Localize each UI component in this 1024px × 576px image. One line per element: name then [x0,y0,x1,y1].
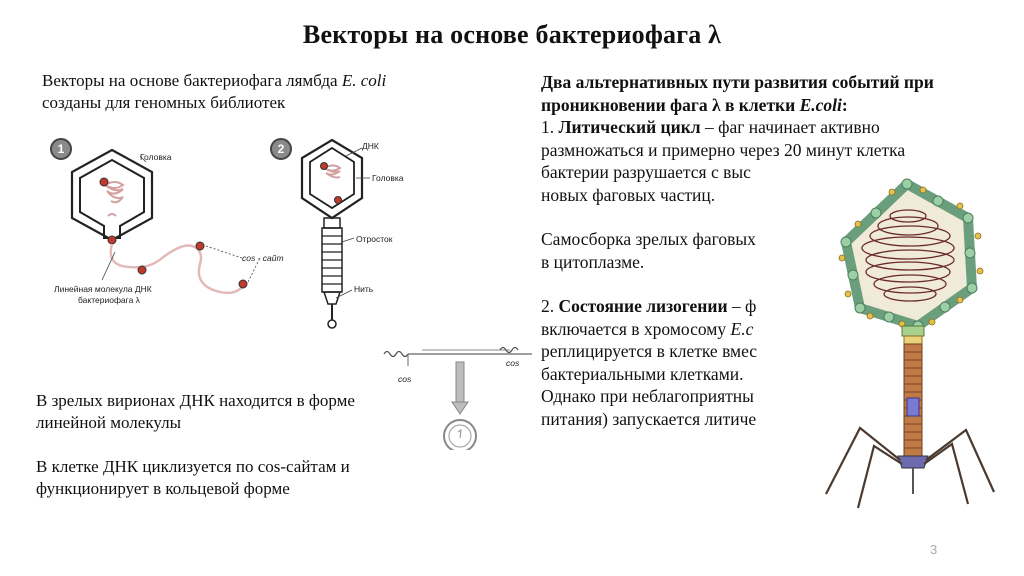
figure1-head-label: Головка [140,152,172,162]
lysogeny-line5: Однако при неблагоприятны [541,386,754,406]
figure2-fiber-label: Нить [354,284,374,294]
lytic-line4: новых фаговых частиц. [541,184,716,205]
left-low-paragraph-1: В зрелых вирионах ДНК находится в форме … [36,391,355,432]
intro-ecoli: E. coli [341,71,387,90]
figure2-dna-label: ДНК [362,141,379,151]
page-number: 3 [930,542,938,557]
figure2-head-label: Головка [372,173,404,183]
lysogeny-line3: реплицируется в клетке вмес [541,341,758,361]
figure1-cos-label: cos - сайт [242,253,284,263]
lysogeny-line2: включается в хромосому E.c [541,318,754,339]
lysogeny-line6: питания) запускается литиче [541,408,757,429]
left-low-paragraph-2: В клетке ДНК циклизуется по cos-сайтам и… [36,457,350,498]
left-lower-text: В зрелых вирионах ДНК находится в форме … [36,390,396,500]
figure2-number: 2 [270,138,292,160]
lysogeny-line4: бактериальными клетками. [541,363,744,384]
figure3-cos-right: cos [506,358,520,368]
right-column: Два альтернативных пути развития событий… [541,71,981,430]
figure1-diagram [70,148,261,295]
intro-line2: созданы для геномных библиотек [42,93,286,112]
assembly-line1: Самосборка зрелых фаговых [541,229,756,249]
bacteriophage-illustration [790,176,1010,526]
figure2-diagram [300,138,370,329]
figure1-molecule-label-2: бактериофага λ [78,295,140,305]
figure1-molecule-label-1: Линейная молекула ДНК [54,284,152,294]
right-heading: Два альтернативных пути развития событий… [541,72,934,115]
intro-line1-a: Векторы на основе бактериофага лямбда [42,71,342,90]
intro-text: Векторы на основе бактериофага лямбда E.… [42,70,462,114]
lytic-line1: 1. Литический цикл – фаг начинает активн… [541,117,880,137]
figure3-diagram [383,346,532,450]
lysogeny-line1: 2. Состояние лизогении – ф [541,296,757,316]
lytic-line3: бактерии разрушается с выс [541,162,751,182]
slide-title: Векторы на основе бактериофага λ [302,20,722,49]
figure3-cos-left: cos [398,374,412,384]
figure2-tail-label: Отросток [356,234,393,244]
assembly-line2: в цитоплазме. [541,251,645,272]
lytic-line2: размножаться и примерно через 20 минут к… [541,139,906,160]
figure1-number: 1 [50,138,72,160]
